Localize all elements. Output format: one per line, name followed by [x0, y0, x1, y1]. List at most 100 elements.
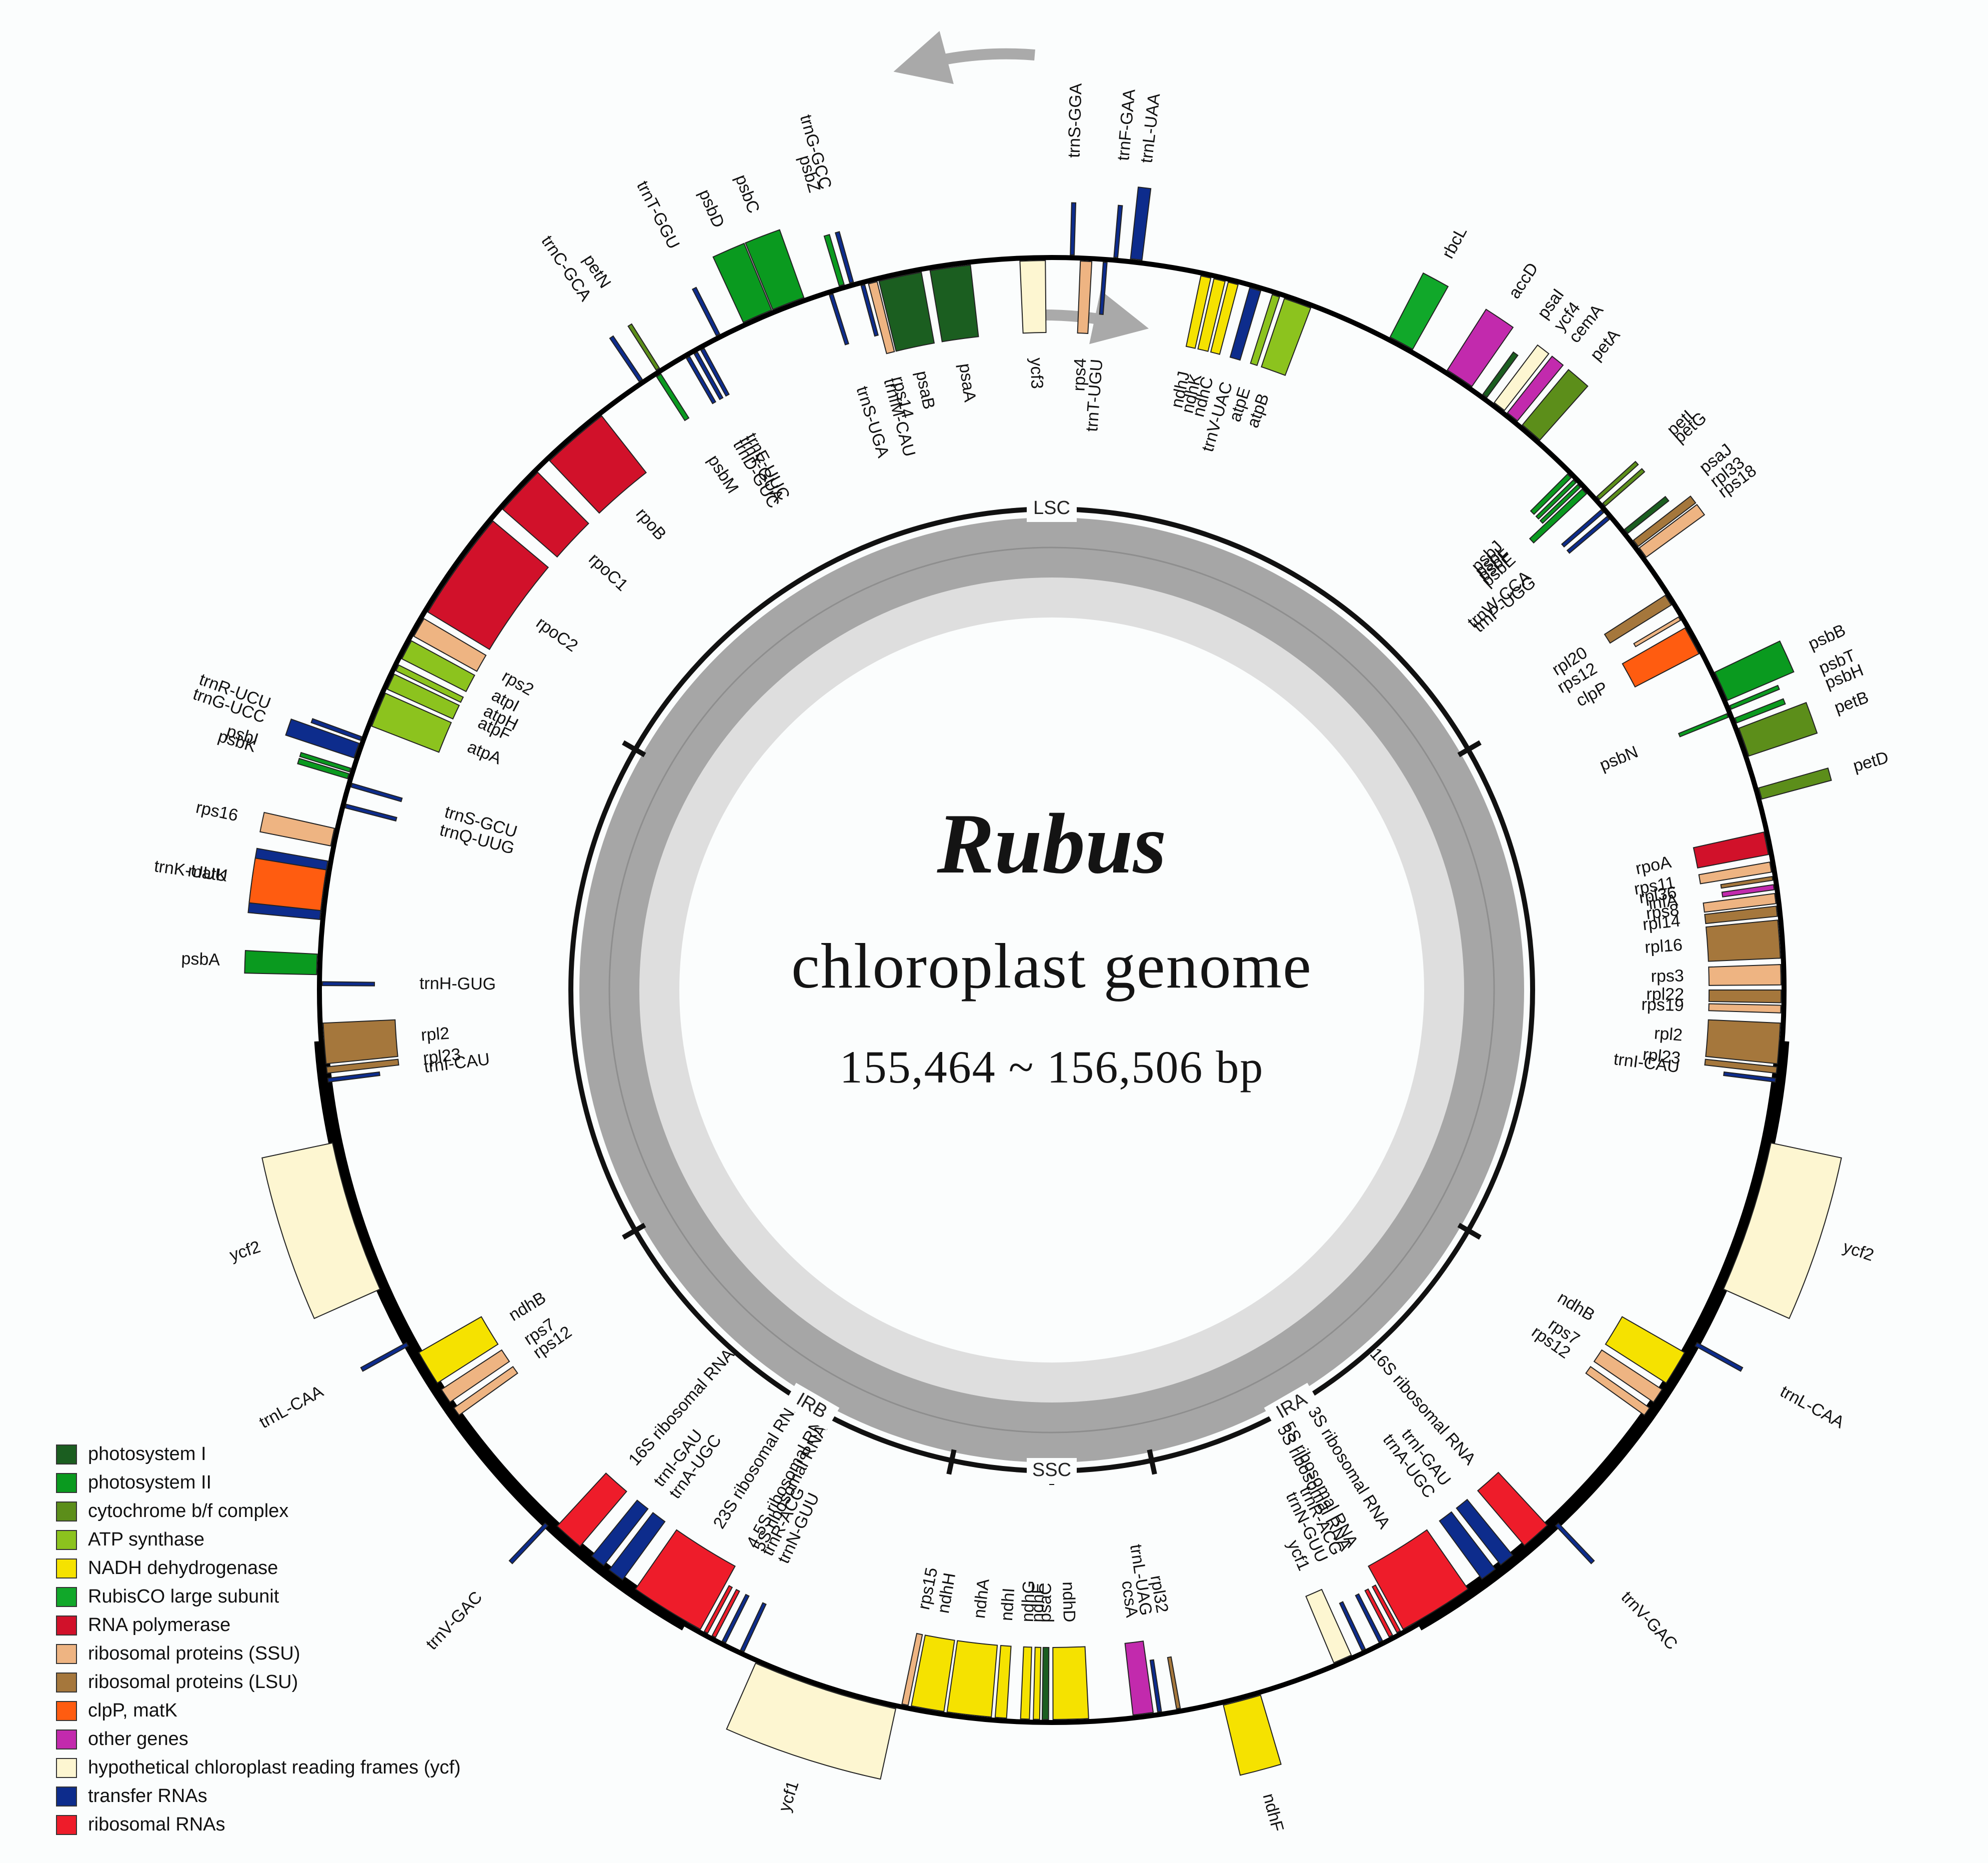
legend-item-other-genes: other genes	[56, 1725, 656, 1754]
gene-block-23s-ribosomal-rna	[1368, 1529, 1469, 1630]
gene-matk: matK	[186, 858, 327, 912]
gene-block-trnl-caa	[1694, 1342, 1744, 1372]
gene-label-rpl14: rpl14	[1642, 911, 1681, 934]
gene-block-trnw-cca	[1561, 509, 1605, 548]
gene-ndhe: ndhE	[1028, 1582, 1048, 1720]
gene-ndhd: ndhD	[1052, 1582, 1089, 1720]
gene-block-clpp	[1622, 627, 1700, 688]
gene-rps19: rps19	[1641, 995, 1782, 1015]
legend-swatch	[56, 1729, 77, 1750]
gene-block-trns-gcu	[350, 782, 403, 802]
gene-label-rps19: rps19	[1641, 995, 1684, 1015]
gene-block-psbe	[1529, 488, 1588, 544]
gene-block-rpl14	[1704, 906, 1778, 924]
gene-block-psbi	[299, 752, 351, 773]
gene-block-rpl2	[322, 1019, 398, 1064]
gene-psba: psbA	[181, 949, 318, 976]
legend-item-ribosomal-proteins-ssu: ribosomal proteins (SSU)	[56, 1640, 656, 1668]
gene-block-trnh-gug	[322, 981, 375, 986]
gene-label-ndha: ndhA	[970, 1578, 993, 1620]
gene-block-rpl16	[1705, 920, 1781, 962]
gene-block-rps14	[868, 281, 895, 354]
gene-block-atph	[395, 664, 464, 703]
gene-label-rpl16: rpl16	[1644, 936, 1683, 957]
gene-block-rps16	[259, 812, 335, 846]
gene-block-psbj	[1530, 473, 1572, 515]
gene-block-psaj	[1624, 496, 1670, 534]
gene-block-rpl22	[1708, 990, 1782, 1004]
gene-block-5s-ribosomal-rna	[1364, 1588, 1393, 1638]
gene-block-rps15	[901, 1632, 923, 1706]
legend-item-clpp-matk: clpP, matK	[56, 1696, 656, 1725]
gene-label-psba: psbA	[181, 949, 220, 970]
gene-label-trnl-caa: trnL-CAA	[1777, 1382, 1848, 1432]
gene-block-trnv-uac	[1229, 287, 1262, 361]
gene-block-psbf	[1539, 484, 1581, 524]
legend-item-photosystem-i: photosystem I	[56, 1440, 656, 1468]
gene-block-rpl2	[1705, 1019, 1781, 1064]
direction-arrow-top	[893, 30, 1035, 84]
gene-label-rpoc1: rpoC1	[585, 550, 632, 595]
gene-label-ndhg: ndhG	[1018, 1580, 1039, 1622]
genome-length: 155,464 ~ 156,506 bp	[840, 1042, 1264, 1092]
gene-ycf2: ycf2	[227, 1142, 381, 1320]
gene-block-trnr-ucu	[310, 718, 362, 741]
gene-rps8: rps8	[1645, 892, 1777, 924]
gene-block-trnn-guu	[740, 1602, 767, 1652]
gene-block-psbm	[656, 373, 690, 422]
legend-item-atp-synthase: ATP synthase	[56, 1526, 656, 1554]
gene-block-trnn-guu	[1339, 1601, 1366, 1652]
gene-block-ndhi	[994, 1644, 1012, 1719]
genome-subtitle: chloroplast genome	[791, 930, 1312, 1002]
gene-label-ndhi: ndhI	[997, 1587, 1019, 1622]
gene-block-ycf4	[1493, 344, 1550, 412]
legend-swatch	[56, 1444, 77, 1464]
legend-item-transfer-rnas: transfer RNAs	[56, 1782, 656, 1810]
gene-trny-gua: trnY-GUA	[693, 352, 788, 505]
gene-label-accd: accD	[1505, 260, 1542, 302]
gene-block-5s-ribosomal-rna	[711, 1588, 740, 1638]
gene-block-atpi	[401, 640, 475, 692]
legend-item-ribosomal-rnas: ribosomal RNAs	[56, 1810, 656, 1839]
legend-item-rubisco-large-subunit: RubisCO large subunit	[56, 1582, 656, 1611]
region-label-lsc: LSC	[1027, 496, 1077, 522]
region-boundary-tick	[946, 1449, 957, 1475]
legend-label: transfer RNAs	[88, 1786, 207, 1806]
gene-ndhf: ndhF	[1223, 1694, 1287, 1834]
gene-block-trnr-acg	[1355, 1593, 1383, 1643]
gene-block-16s-ribosomal-rna	[556, 1472, 627, 1548]
gene-block-psbt	[1729, 684, 1780, 710]
legend-label: clpP, matK	[88, 1700, 177, 1721]
gene-ndhg: ndhG	[1018, 1580, 1039, 1720]
gene-block-trnr-acg	[721, 1594, 750, 1644]
gene-block-psbn	[1678, 713, 1729, 738]
gene-psaa: psaA	[929, 264, 980, 404]
gene-rpl23: rpl23	[326, 1045, 462, 1074]
region-label-text: LSC	[1033, 498, 1070, 518]
gene-rpl22: rpl22	[1646, 984, 1782, 1004]
legend-label: cytochrome b/f complex	[88, 1500, 289, 1522]
gene-label-ycf1: ycf1	[775, 1778, 802, 1814]
gene-label-rps8: rps8	[1645, 900, 1680, 924]
gene-block-ndhg	[1020, 1646, 1032, 1720]
gene-label-psbn: psbN	[1597, 742, 1641, 775]
gene-block-ndhh	[910, 1634, 955, 1712]
gene-label-ycf3: ycf3	[1027, 358, 1047, 389]
gene-block-cema	[1507, 356, 1564, 422]
gene-block-4-5s-ribosomal-rna	[703, 1585, 733, 1634]
gene-block-4-5s-ribosomal-rna	[1371, 1584, 1401, 1634]
region-boundary-tick	[622, 740, 646, 758]
gene-block-trne-uuc	[700, 348, 730, 397]
gene-block-petl	[1596, 460, 1639, 500]
gene-label-matk: matK	[186, 861, 228, 885]
gene-label-trnf-gaa: trnF-GAA	[1114, 88, 1139, 162]
region-label-text: SSC	[1032, 1460, 1071, 1480]
gene-block-petg	[1602, 468, 1646, 507]
gene-block-trni-cau	[1723, 1071, 1777, 1083]
region-label-bg	[1027, 496, 1077, 522]
gene-block-trnt-ggu	[691, 286, 720, 336]
gene-block-psai	[1482, 351, 1519, 398]
